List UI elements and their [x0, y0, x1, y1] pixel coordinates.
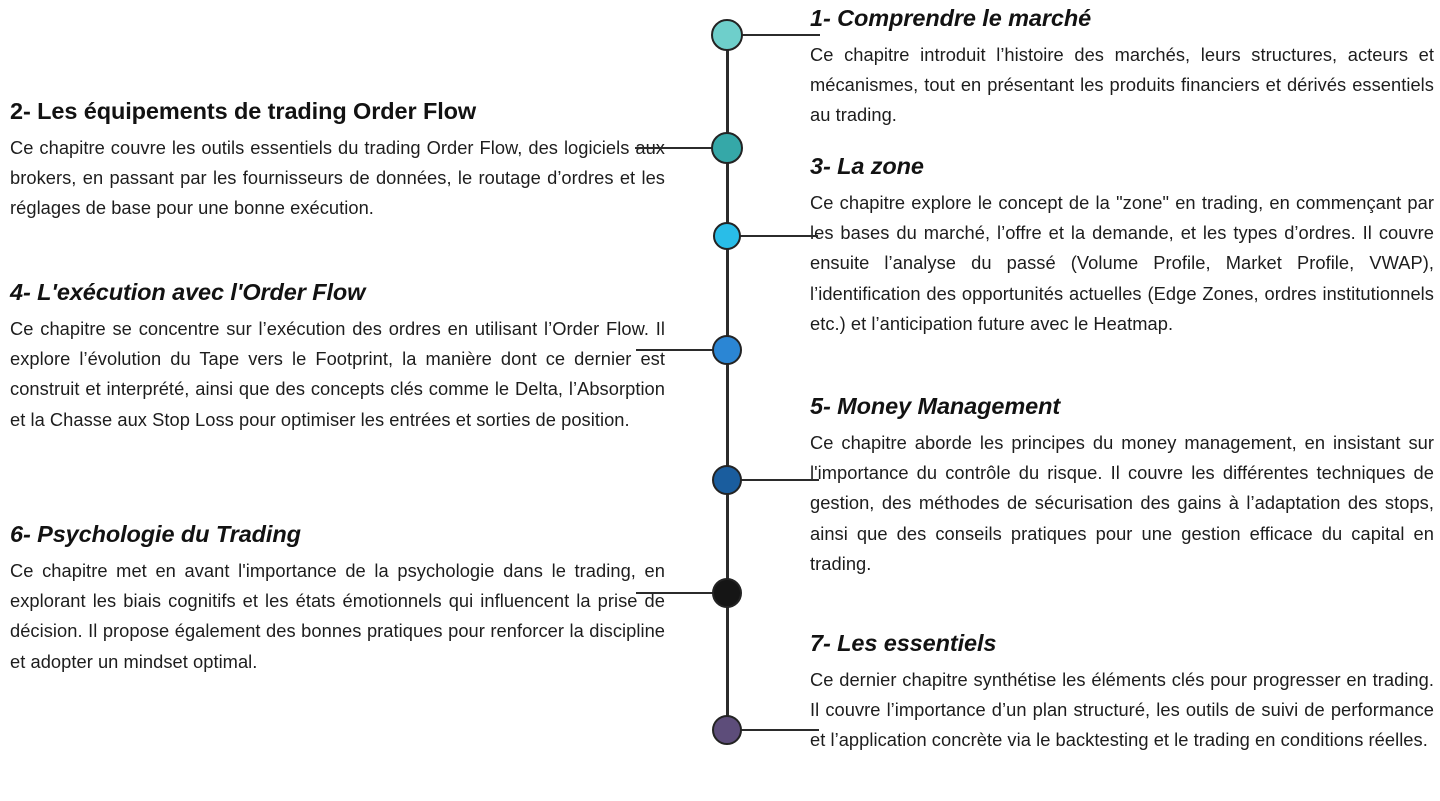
timeline-connector-5	[741, 479, 819, 481]
timeline-node-7	[712, 715, 742, 745]
chapter-title-1: 1- Comprendre le marché	[810, 5, 1092, 31]
timeline-connector-3	[740, 235, 818, 237]
timeline-connector-2	[635, 147, 713, 149]
chapter-title-5: 5- Money Management	[810, 393, 1061, 419]
chapter-title-2: 2- Les équipements de trading Order Flow	[10, 98, 477, 124]
timeline-node-3	[713, 222, 741, 250]
chapter-title-6: 6- Psychologie du Trading	[10, 521, 301, 547]
chapter-title-4: 4- L'exécution avec l'Order Flow	[10, 279, 366, 305]
chapter-body-3: Ce chapitre explore le concept de la "zo…	[810, 191, 1434, 335]
chapter-body-5: Ce chapitre aborde les principes du mone…	[810, 431, 1434, 575]
timeline-connector-7	[741, 729, 819, 731]
timeline-node-6	[712, 578, 742, 608]
chapter-block-5: 5- Money Management Ce chapitre aborde l…	[810, 392, 1434, 579]
chapter-body-4: Ce chapitre se concentre sur l’exécution…	[10, 317, 665, 430]
timeline-node-1	[711, 19, 743, 51]
timeline-connector-4	[636, 349, 714, 351]
timeline-node-2	[711, 132, 743, 164]
chapter-title-7: 7- Les essentiels	[810, 630, 997, 656]
chapter-block-1: 1- Comprendre le marché Ce chapitre intr…	[810, 4, 1434, 131]
chapter-title-3: 3- La zone	[810, 153, 924, 179]
chapter-block-3: 3- La zone Ce chapitre explore le concep…	[810, 152, 1434, 339]
chapter-block-4: 4- L'exécution avec l'Order Flow Ce chap…	[10, 278, 665, 435]
chapter-body-6: Ce chapitre met en avant l'importance de…	[10, 559, 665, 672]
timeline-connector-1	[742, 34, 820, 36]
chapter-block-2: 2- Les équipements de trading Order Flow…	[10, 97, 665, 224]
timeline-connector-6	[636, 592, 714, 594]
chapter-block-7: 7- Les essentiels Ce dernier chapitre sy…	[810, 629, 1434, 756]
timeline-node-5	[712, 465, 742, 495]
chapter-body-1: Ce chapitre introduit l’histoire des mar…	[810, 43, 1434, 126]
chapter-body-7: Ce dernier chapitre synthétise les éléme…	[810, 668, 1434, 751]
timeline-node-4	[712, 335, 742, 365]
timeline-spine	[726, 35, 729, 730]
chapter-block-6: 6- Psychologie du Trading Ce chapitre me…	[10, 520, 665, 677]
chapter-body-2: Ce chapitre couvre les outils essentiels…	[10, 136, 665, 219]
